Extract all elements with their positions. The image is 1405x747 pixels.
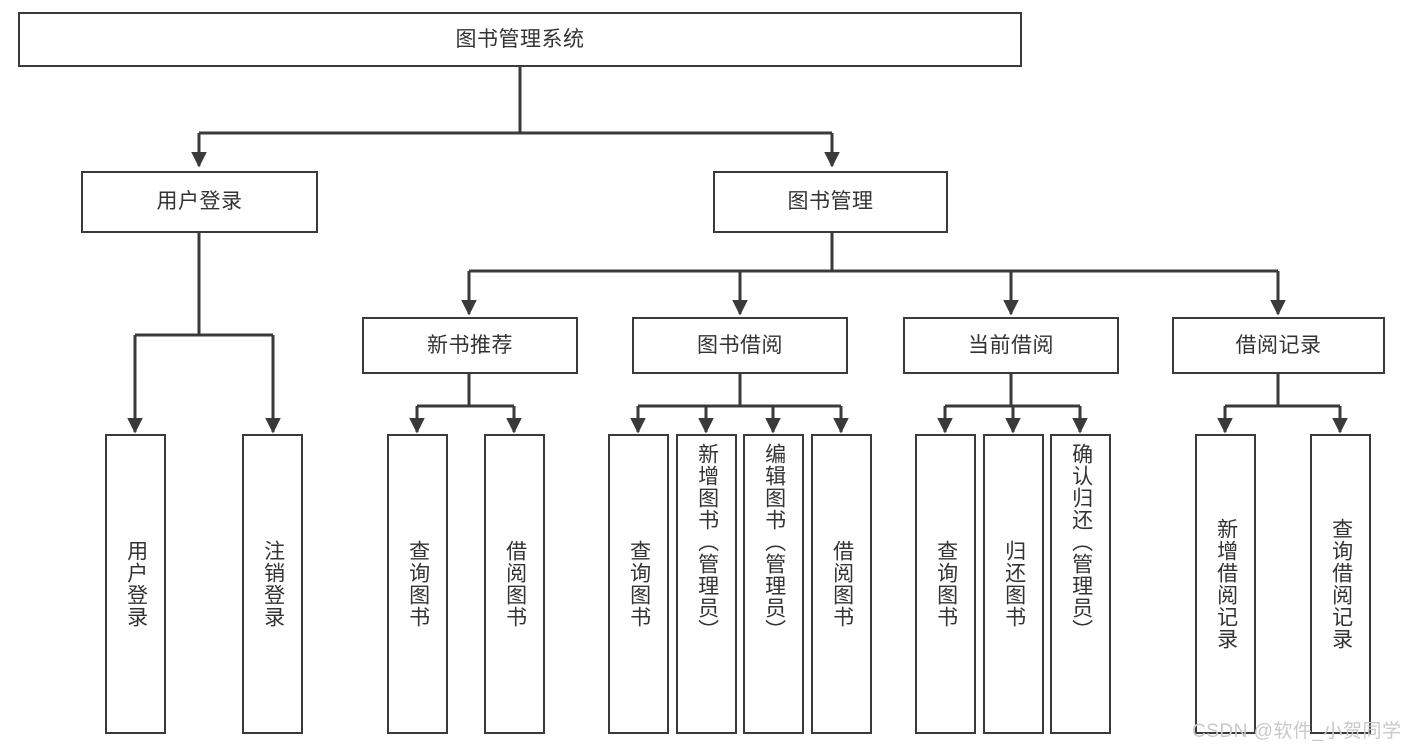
node-leaf-borrow-book[interactable]: 借阅图书: [811, 434, 872, 734]
node-borrow-record[interactable]: 借阅记录: [1172, 317, 1385, 374]
node-leaf-logout[interactable]: 注销登录: [242, 434, 303, 734]
node-label: 查询图书: [406, 540, 430, 628]
node-label: 用户登录: [124, 540, 148, 628]
node-label: 确认归还（管理员）: [1069, 443, 1093, 641]
node-leaf-user-login[interactable]: 用户登录: [105, 434, 166, 734]
node-label: 新增图书（管理员）: [695, 443, 719, 641]
node-leaf-query-book-recommend[interactable]: 查询图书: [387, 434, 448, 734]
node-label: 当前借阅: [968, 333, 1054, 357]
node-new-book-recommend[interactable]: 新书推荐: [362, 317, 578, 374]
node-book-borrow[interactable]: 图书借阅: [632, 317, 848, 374]
node-label: 借阅图书: [830, 540, 854, 628]
node-leaf-query-book-borrow[interactable]: 查询图书: [608, 434, 669, 734]
node-label: 查询借阅记录: [1329, 518, 1353, 650]
node-leaf-return-book[interactable]: 归还图书: [983, 434, 1044, 734]
node-leaf-add-book-admin[interactable]: 新增图书（管理员）: [676, 434, 737, 734]
node-label: 查询图书: [934, 540, 958, 628]
node-label: 图书管理系统: [455, 27, 585, 51]
node-label: 图书管理: [787, 190, 874, 214]
node-label: 新增借阅记录: [1214, 518, 1238, 650]
node-label: 归还图书: [1002, 540, 1026, 628]
node-leaf-confirm-return-admin[interactable]: 确认归还（管理员）: [1050, 434, 1111, 734]
node-label: 借阅图书: [503, 540, 527, 628]
csdn-watermark: CSDN @软件_小贺同学: [1192, 721, 1402, 742]
node-leaf-add-borrow-record[interactable]: 新增借阅记录: [1195, 434, 1256, 734]
node-label: 用户登录: [156, 190, 243, 214]
node-label: 编辑图书（管理员）: [762, 443, 786, 641]
node-book-management[interactable]: 图书管理: [713, 171, 948, 233]
node-root-book-management-system[interactable]: 图书管理系统: [18, 12, 1022, 67]
node-label: 注销登录: [261, 540, 285, 628]
node-label: 新书推荐: [427, 333, 513, 357]
node-leaf-query-borrow-record[interactable]: 查询借阅记录: [1310, 434, 1371, 734]
node-label: 查询图书: [627, 540, 651, 628]
node-leaf-borrow-book-recommend[interactable]: 借阅图书: [484, 434, 545, 734]
node-leaf-query-book-current[interactable]: 查询图书: [915, 434, 976, 734]
node-label: 借阅记录: [1235, 333, 1322, 357]
node-user-login[interactable]: 用户登录: [81, 171, 318, 233]
node-leaf-edit-book-admin[interactable]: 编辑图书（管理员）: [743, 434, 804, 734]
node-current-borrow[interactable]: 当前借阅: [903, 317, 1119, 374]
node-label: 图书借阅: [697, 333, 783, 357]
